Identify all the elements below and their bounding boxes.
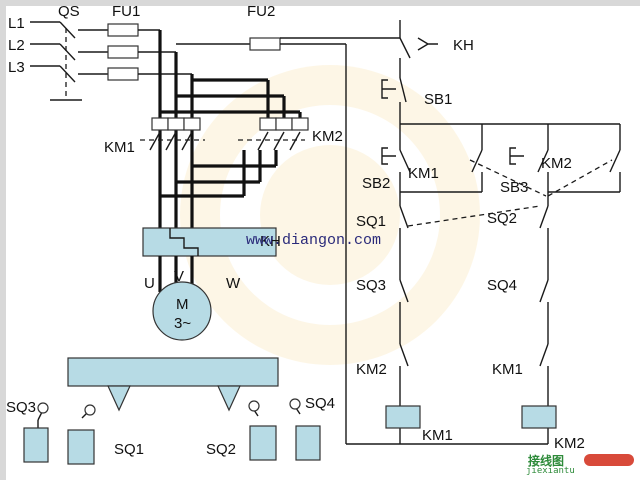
isolating-switch-qs	[50, 21, 108, 101]
km2-hold-label: KM2	[541, 155, 572, 172]
fuse-fu1	[107, 23, 192, 81]
supply-lines	[30, 21, 60, 67]
table-sq1-label: SQ1	[114, 441, 144, 458]
thermal-overload-kh	[142, 227, 277, 257]
brand-logo: 接线图 jiexiantu	[524, 452, 636, 478]
left-sq1-label: SQ1	[356, 213, 386, 230]
km2-power-label: KM2	[312, 128, 343, 145]
fwd-start-button-sb2[interactable]	[381, 147, 482, 193]
limit-switch-sq3	[23, 402, 49, 463]
kh-control-contact	[399, 20, 438, 78]
left-sq3-label: SQ3	[356, 277, 386, 294]
fu1-label: FU1	[112, 3, 140, 20]
brand-en-text: jiexiantu	[526, 466, 575, 476]
phase-l2-label: L2	[8, 37, 25, 54]
motor-v-label: V	[174, 268, 184, 285]
right-sq2-label: SQ2	[487, 210, 517, 227]
table-cam-left	[107, 385, 131, 412]
table-sq3-label: SQ3	[6, 399, 36, 416]
km2-coil-label: KM2	[554, 435, 585, 452]
watermark-text: www.diangon.com	[246, 232, 381, 249]
motor-symbol	[152, 281, 212, 341]
brand-cn-text: 接线图	[528, 454, 565, 468]
stop-button-sb1[interactable]	[381, 77, 407, 124]
motor-m-label: M	[176, 296, 189, 313]
top-frame	[0, 0, 640, 6]
fu2-label: FU2	[247, 3, 275, 20]
sb1-label: SB1	[424, 91, 452, 108]
right-sq4-label: SQ4	[487, 277, 517, 294]
motor-u-label: U	[144, 275, 155, 292]
worktable	[67, 357, 279, 387]
qs-label: QS	[58, 3, 80, 20]
right-branch-wiring	[539, 192, 549, 444]
km1-power-label: KM1	[104, 139, 135, 156]
km2-power-contacts	[238, 117, 309, 151]
left-frame	[0, 0, 6, 480]
left-branch-wiring	[399, 192, 409, 444]
table-cam-right	[217, 385, 241, 412]
power-bus	[158, 30, 302, 232]
brand-mark-icon	[584, 454, 634, 466]
motor-phase-label: 3~	[174, 315, 191, 332]
km2-hold-contact	[609, 149, 621, 192]
phase-l3-label: L3	[8, 59, 25, 76]
right-km1-interlock-label: KM1	[492, 361, 523, 378]
limit-switch-sq2	[248, 400, 277, 461]
sb2-label: SB2	[362, 175, 390, 192]
background-emblem	[180, 65, 480, 365]
table-sq4-label: SQ4	[305, 395, 335, 412]
limit-switch-sq4	[289, 398, 321, 461]
kh-control-label: KH	[453, 37, 474, 54]
km1-power-contacts	[140, 117, 205, 151]
km1-hold-contact	[471, 149, 483, 192]
km1-coil	[385, 405, 421, 429]
motor-w-label: W	[226, 275, 241, 292]
limit-switch-sq1	[67, 404, 96, 465]
fuse-fu2	[176, 37, 548, 445]
km1-hold-label: KM1	[408, 165, 439, 182]
sq-interlock-dash	[407, 205, 541, 227]
km2-coil	[521, 405, 557, 429]
table-sq2-label: SQ2	[206, 441, 236, 458]
sb-interlock-dash-2	[547, 159, 613, 197]
left-km2-interlock-label: KM2	[356, 361, 387, 378]
sb3-label: SB3	[500, 179, 528, 196]
phase-l1-label: L1	[8, 15, 25, 32]
rev-start-button-sb3[interactable]	[509, 147, 620, 193]
kh-power-label: KH	[260, 233, 281, 250]
km1-coil-label: KM1	[422, 427, 453, 444]
